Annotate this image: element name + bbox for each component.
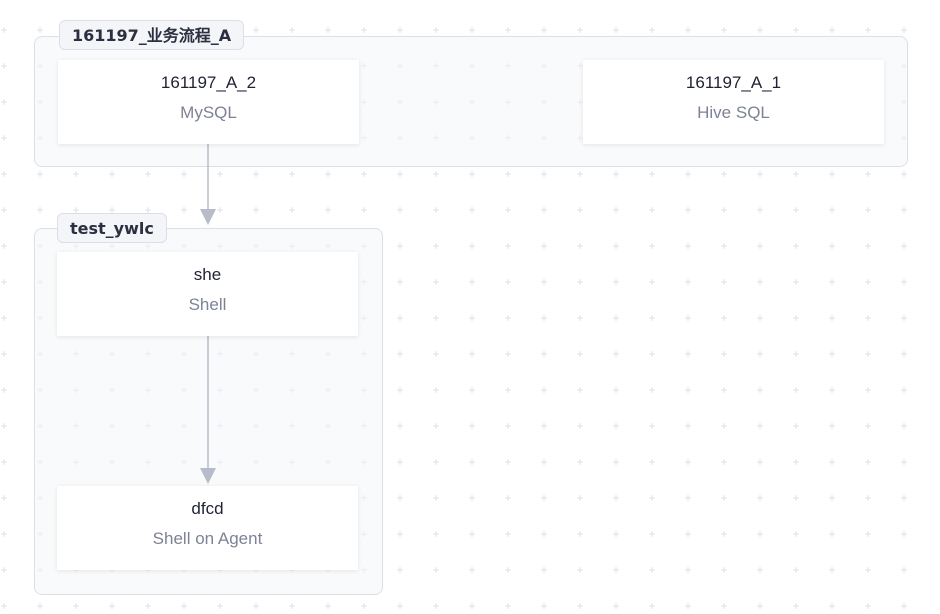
task-node[interactable]: dfcd Shell on Agent xyxy=(57,486,358,570)
node-type: Shell xyxy=(188,295,227,314)
group-label: 161197_业务流程_A xyxy=(59,20,245,50)
edge-arrowhead xyxy=(200,468,216,484)
group-label: test_ywlc xyxy=(57,213,167,243)
task-node[interactable]: 161197_A_1 Hive SQL xyxy=(583,60,884,144)
node-type: MySQL xyxy=(180,103,237,122)
task-node[interactable]: she Shell xyxy=(57,252,358,336)
node-name: dfcd xyxy=(191,499,224,518)
node-type: Hive SQL xyxy=(697,103,770,122)
node-name: she xyxy=(193,265,222,284)
task-node[interactable]: 161197_A_2 MySQL xyxy=(58,60,359,144)
node-type: Shell on Agent xyxy=(152,529,263,548)
node-name: 161197_A_2 xyxy=(160,73,257,92)
edge-arrowhead xyxy=(200,209,216,225)
node-name: 161197_A_1 xyxy=(685,73,782,92)
